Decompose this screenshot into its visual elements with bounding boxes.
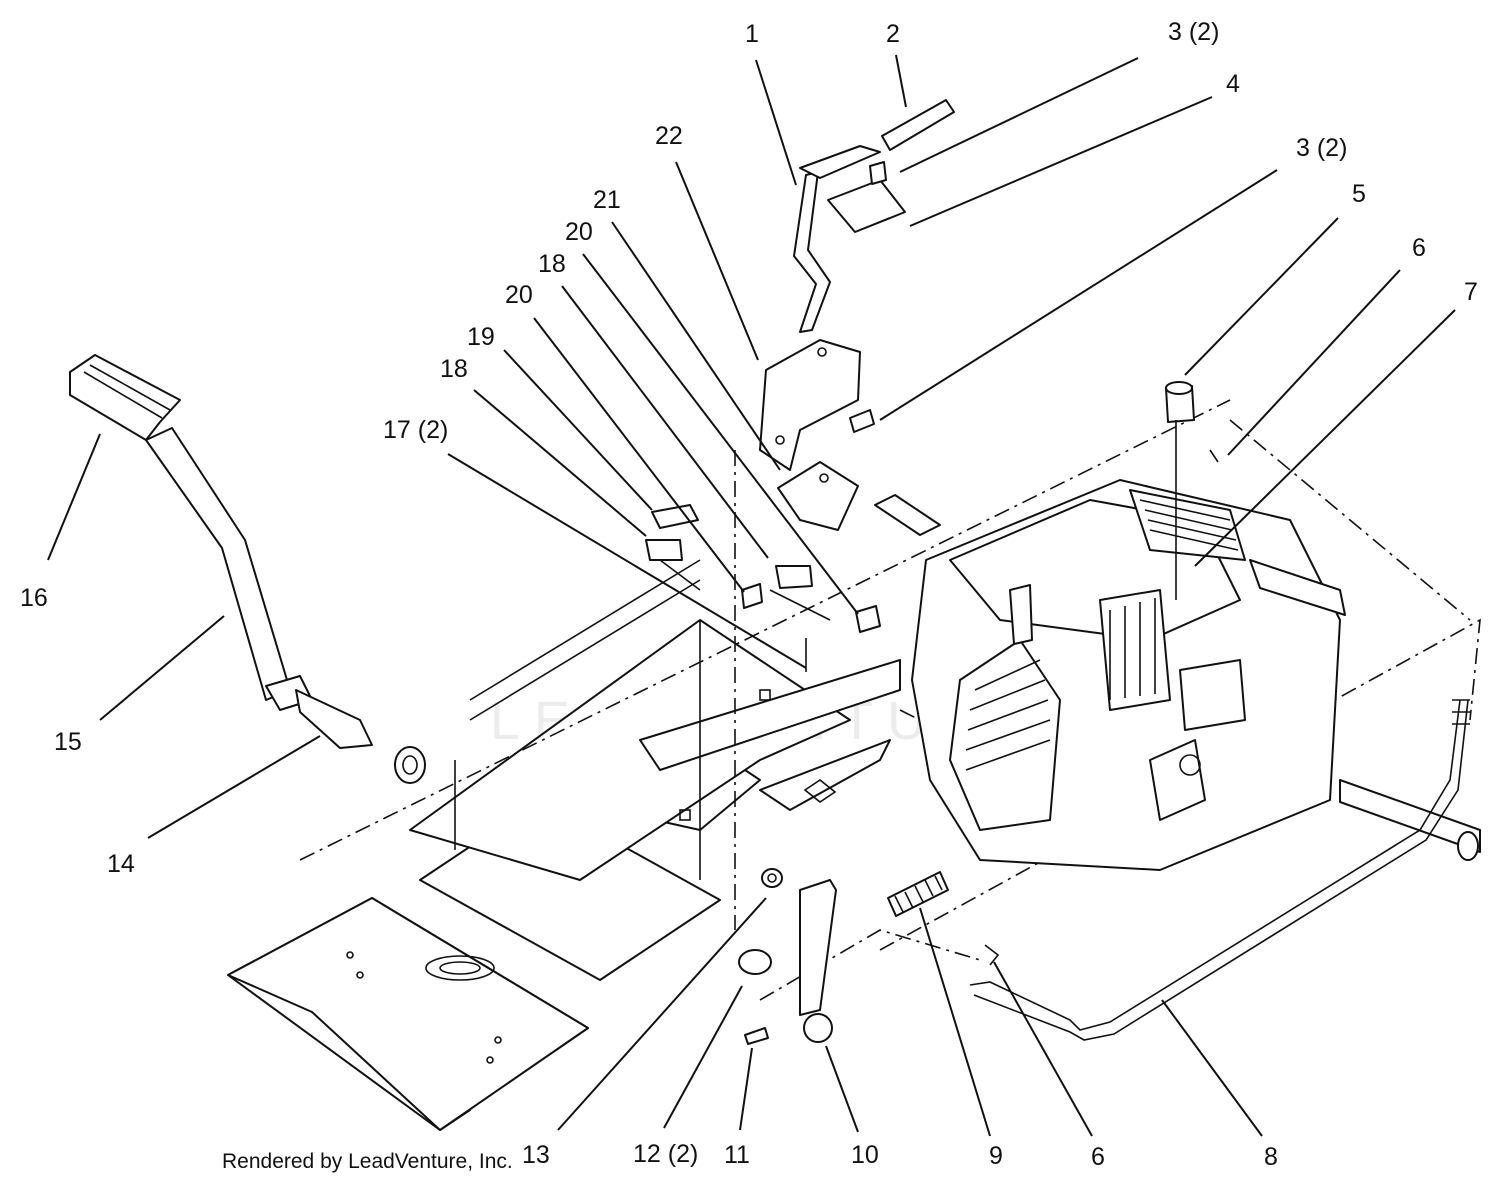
callout-6-lower: 6 bbox=[1091, 1143, 1105, 1171]
render-credit: Rendered by LeadVenture, Inc. bbox=[222, 1150, 513, 1173]
callout-18-lower: 18 bbox=[440, 355, 468, 383]
callout-13: 13 bbox=[522, 1141, 550, 1169]
transaxle bbox=[874, 381, 1481, 871]
callout-11: 11 bbox=[724, 1141, 750, 1169]
callout-5: 5 bbox=[1352, 180, 1366, 208]
callout-2: 2 bbox=[886, 20, 900, 48]
callout-9: 9 bbox=[989, 1142, 1003, 1170]
callout-22: 22 bbox=[655, 122, 683, 150]
callout-7: 7 bbox=[1464, 278, 1478, 306]
linkage-rod bbox=[969, 699, 1470, 1041]
foot-pedal-assembly bbox=[69, 354, 426, 784]
callout-20-lower: 20 bbox=[505, 281, 533, 309]
callout-21: 21 bbox=[593, 186, 621, 214]
callout-20-upper: 20 bbox=[565, 218, 593, 246]
callout-17: 17 (2) bbox=[383, 416, 448, 444]
callout-15: 15 bbox=[54, 728, 82, 756]
shift-lever-assembly bbox=[759, 99, 955, 531]
callout-labels: 1 2 3 (2) 4 3 (2) 5 6 7 22 21 20 18 20 1… bbox=[20, 18, 1478, 1171]
callout-4: 4 bbox=[1226, 70, 1240, 98]
switch-bracket-group bbox=[645, 504, 881, 672]
callout-6-upper: 6 bbox=[1412, 234, 1426, 262]
callout-12: 12 (2) bbox=[633, 1140, 698, 1168]
callout-1: 1 bbox=[745, 20, 759, 48]
leader-lines bbox=[47, 54, 1456, 1137]
clutch-spring-and-arm bbox=[738, 868, 949, 1045]
callout-19: 19 bbox=[467, 323, 495, 351]
callout-18-upper: 18 bbox=[538, 250, 566, 278]
callout-3-upper: 3 (2) bbox=[1168, 18, 1219, 46]
callout-16: 16 bbox=[20, 584, 48, 612]
callout-3-lower: 3 (2) bbox=[1296, 134, 1347, 162]
callout-10: 10 bbox=[851, 1141, 879, 1169]
frame-chassis bbox=[227, 559, 901, 1131]
callout-14: 14 bbox=[107, 850, 135, 878]
callout-8: 8 bbox=[1264, 1143, 1278, 1171]
